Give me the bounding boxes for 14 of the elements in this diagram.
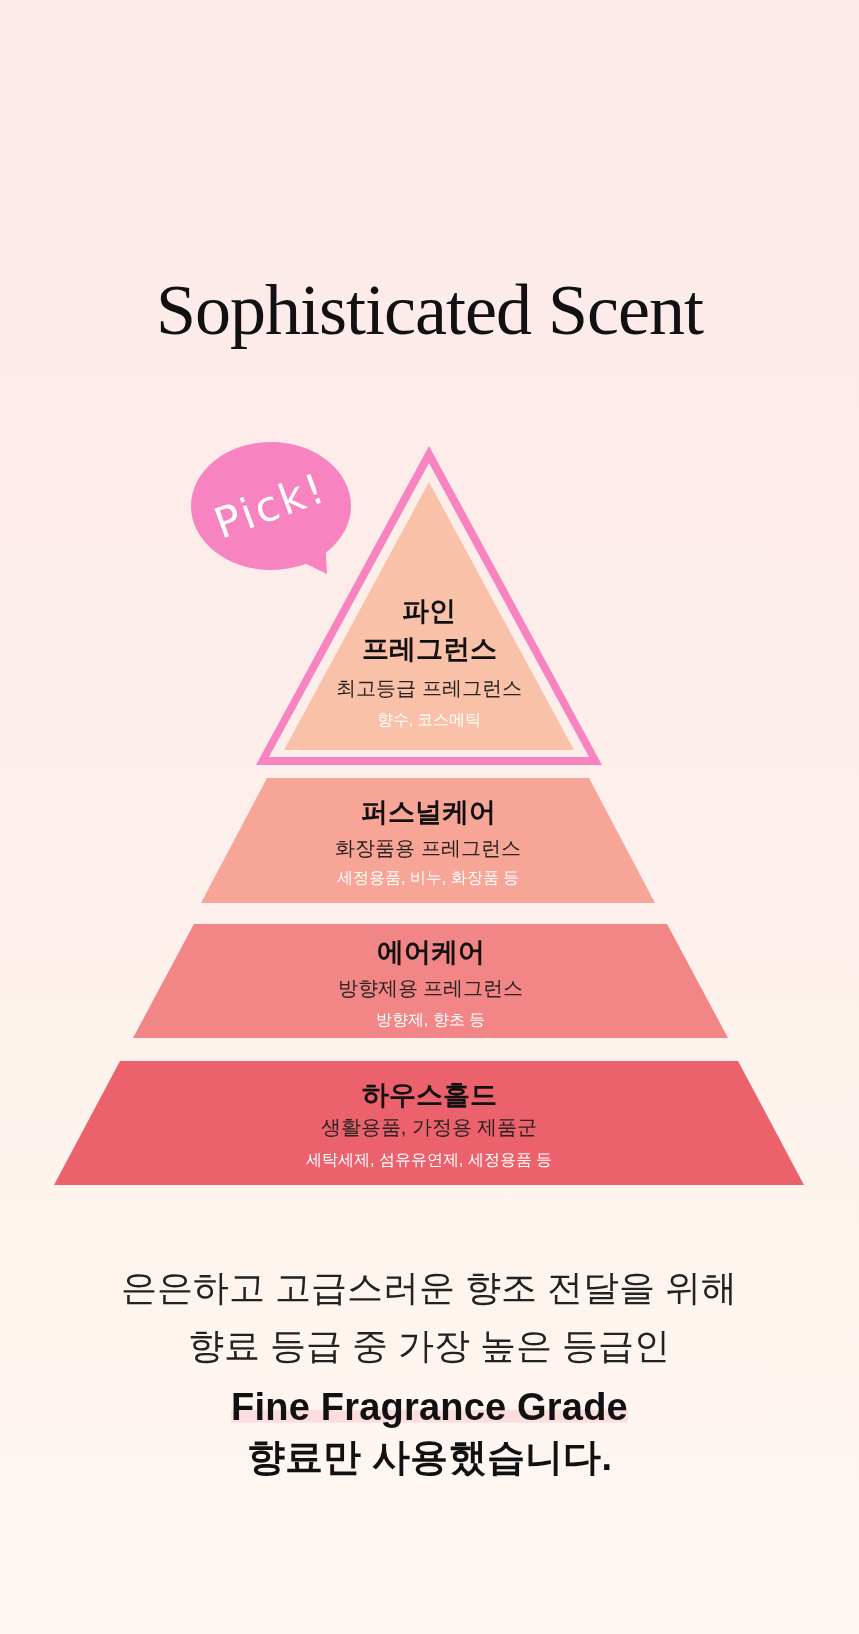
tier-examples: 향수, 코스메틱 (376, 710, 482, 730)
tier-title: 파인 프레그런스 (360, 595, 498, 666)
page-title: Sophisticated Scent (156, 269, 703, 352)
tier-subtitle: 화장품용 프레그런스 (335, 836, 521, 861)
tier-subtitle: 최고등급 프레그런스 (336, 676, 522, 701)
tier-subtitle: 방향제용 프레그런스 (337, 976, 524, 1001)
tier-examples: 세정용품, 비누, 화장품 등 (336, 868, 520, 888)
tier-title: 에어케어 (376, 936, 485, 969)
tier-title: 하우스홀드 (361, 1079, 497, 1112)
bubble-text: Pick! (208, 463, 334, 549)
tier-subtitle: 생활용품, 가정용 제품군 (320, 1115, 538, 1140)
tier-title: 퍼스널케어 (360, 796, 496, 829)
tier-examples: 세탁세제, 섬유유연제, 세정용품 등 (305, 1150, 553, 1170)
tier-examples: 방향제, 향초 등 (375, 1010, 486, 1030)
